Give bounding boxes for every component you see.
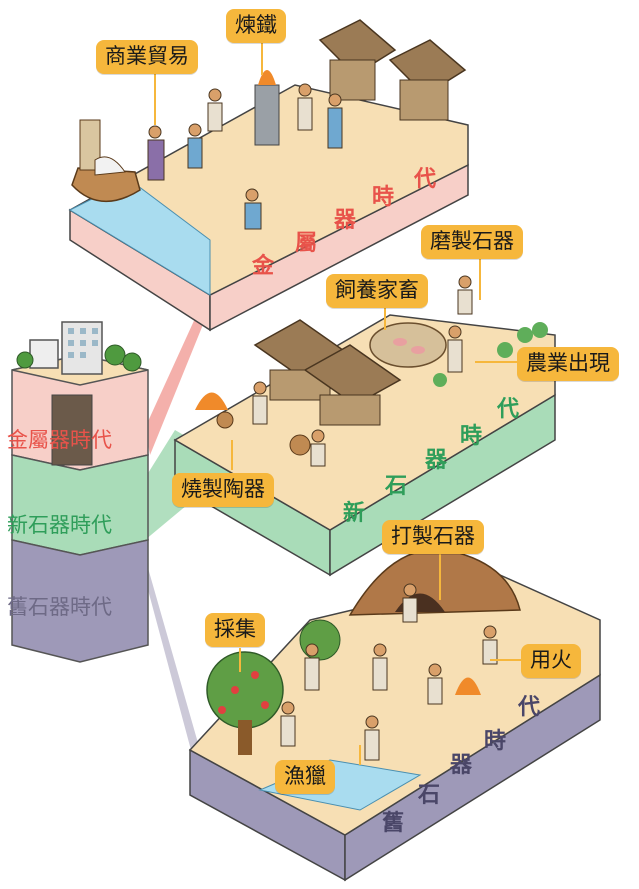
neo-board-char-3: 時 [460,424,482,449]
label-commerce-trade: 商業貿易 [96,40,198,74]
metal-board-char-3: 時 [372,185,394,210]
metal-age-board: 金 屬 器 時 代 [68,19,469,332]
label-use-fire: 用火 [521,644,581,678]
label-chipped-stone-tools: 打製石器 [382,520,484,554]
label-agriculture: 農業出現 [517,347,619,381]
paleo-board-char-2: 器 [449,753,473,778]
paleo-board-char-1: 石 [417,783,440,808]
label-pottery: 燒製陶器 [172,473,274,507]
neolithic-board: 新 石 器 時 代 [173,275,556,577]
label-gathering: 採集 [205,613,265,647]
label-iron-smelting: 煉鐵 [226,9,286,43]
paleo-board-char-3: 時 [484,729,506,754]
paleolithic-board: 舊 石 器 時 代 [188,548,601,882]
neo-board-char-1: 石 [384,474,407,499]
metal-board-char-2: 器 [333,208,357,233]
strata-column [11,321,149,663]
era-label-neolithic: 新石器時代 [7,513,112,537]
label-polished-stone-tools: 磨製石器 [421,225,523,259]
era-label-metal: 金屬器時代 [7,428,112,452]
paleolithic-connector [140,540,200,765]
metal-age-connector [145,290,213,455]
metal-board-char-0: 金 [251,253,275,279]
neo-board-char-4: 代 [496,397,519,422]
era-label-paleolithic: 舊石器時代 [7,595,112,619]
neo-board-char-0: 新 [343,500,365,526]
metal-board-char-1: 屬 [295,231,317,256]
label-leaders [154,40,525,765]
neo-board-char-2: 器 [424,448,448,473]
label-fishing-hunting: 漁獵 [275,760,335,794]
label-livestock: 飼養家畜 [326,274,428,308]
metal-board-char-4: 代 [413,167,436,192]
paleo-board-char-0: 舊 [382,811,404,836]
paleo-board-char-4: 代 [517,695,540,720]
